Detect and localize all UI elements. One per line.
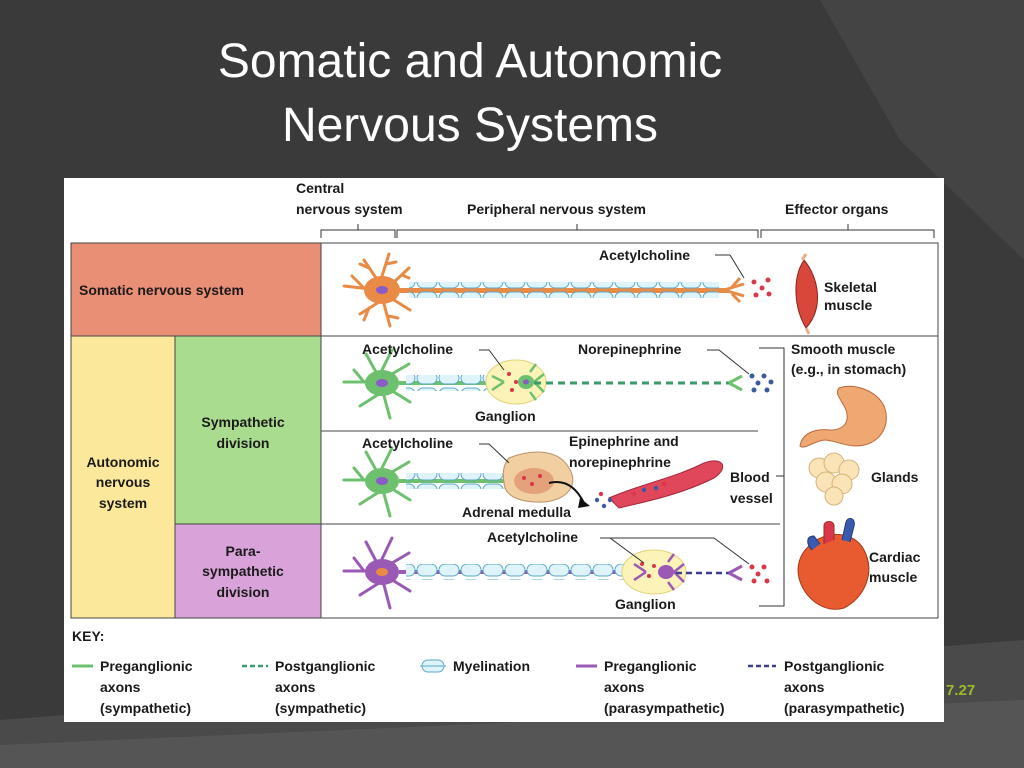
key-item-2-line2: axons [275, 679, 316, 695]
sympathetic-row-header [174, 335, 322, 525]
ach-symp-label: Acetylcholine [362, 341, 453, 357]
key-item-4-line2: axons [604, 679, 645, 695]
title-line-2: Nervous Systems [281, 99, 659, 152]
heart-image [797, 518, 870, 610]
parasympathetic-row-header [174, 523, 322, 619]
key-item-5-line2: axons [784, 679, 825, 695]
stomach-image [799, 385, 887, 448]
epi-label-1: Epinephrine and [569, 433, 679, 449]
pns-label: Peripheral nervous system [467, 201, 646, 217]
epi-label-2: norepinephrine [569, 454, 671, 470]
somatic-neuron [342, 252, 772, 328]
norepinephrine-label: Norepinephrine [578, 341, 682, 357]
glands-image [808, 452, 860, 506]
smooth-label-2: (e.g., in stomach) [791, 361, 906, 377]
autonomic-column [70, 335, 176, 619]
para-label-2: sympathetic [202, 563, 284, 579]
title-line-1: Somatic and Autonomic [217, 35, 723, 88]
key-item-4-line1: Preganglionic [604, 658, 697, 674]
key-item-1-line2: axons [100, 679, 141, 695]
ganglion-para-label: Ganglion [615, 596, 676, 612]
key-legend: KEY: Preganglionic axons (sympathetic) P… [72, 628, 905, 716]
skeletal-label-2: muscle [824, 297, 872, 313]
adrenal-label: Adrenal medulla [462, 504, 571, 520]
cardiac-label-2: muscle [869, 569, 917, 585]
skeletal-label-1: Skeletal [824, 279, 877, 295]
key-item-5-line1: Postganglionic [784, 658, 885, 674]
key-title: KEY: [72, 628, 104, 644]
autonomic-label-3: system [99, 495, 147, 511]
somatic-label: Somatic nervous system [79, 282, 244, 298]
sympathetic-label-1: Sympathetic [201, 414, 284, 430]
effectors-label: Effector organs [785, 201, 889, 217]
ach-adrenal-label: Acetylcholine [362, 435, 453, 451]
key-item-5-line3: (parasympathetic) [784, 700, 905, 716]
sympathetic-neuron-2 [342, 446, 724, 518]
figure-number: 7.27 [946, 682, 976, 699]
cns-label-1: Central [296, 180, 344, 196]
key-item-4-line3: (parasympathetic) [604, 700, 725, 716]
para-label-3: division [217, 584, 270, 600]
autonomic-label-1: Autonomic [86, 454, 159, 470]
key-item-2-line1: Postganglionic [275, 658, 376, 674]
glands-label: Glands [871, 469, 919, 485]
header-brackets [320, 224, 935, 238]
autonomic-label-2: nervous [96, 474, 151, 490]
cns-label-2: nervous system [296, 201, 403, 217]
blood-label-2: vessel [730, 490, 773, 506]
sympathetic-neuron-1 [342, 348, 774, 420]
nervous-system-figure: Central nervous system Peripheral nervou… [64, 178, 944, 722]
ganglion-symp-label: Ganglion [475, 408, 536, 424]
nervous-system-diagram: Central nervous system Peripheral nervou… [70, 180, 939, 716]
parasympathetic-neuron [342, 536, 770, 610]
smooth-label-1: Smooth muscle [791, 341, 895, 357]
skeletal-muscle-image [795, 253, 819, 335]
somatic-row-header [70, 242, 322, 337]
cardiac-label-1: Cardiac [869, 549, 921, 565]
slide-title: Somatic and Autonomic Nervous Systems [150, 30, 790, 158]
ach-para-label: Acetylcholine [487, 529, 578, 545]
key-item-1-line1: Preganglionic [100, 658, 193, 674]
blood-label-1: Blood [730, 469, 770, 485]
key-item-2-line3: (sympathetic) [275, 700, 366, 716]
key-item-3-line1: Myelination [453, 658, 530, 674]
ach-somatic-label: Acetylcholine [599, 247, 690, 263]
sympathetic-label-2: division [217, 435, 270, 451]
key-item-1-line3: (sympathetic) [100, 700, 191, 716]
para-label-1: Para- [225, 543, 260, 559]
